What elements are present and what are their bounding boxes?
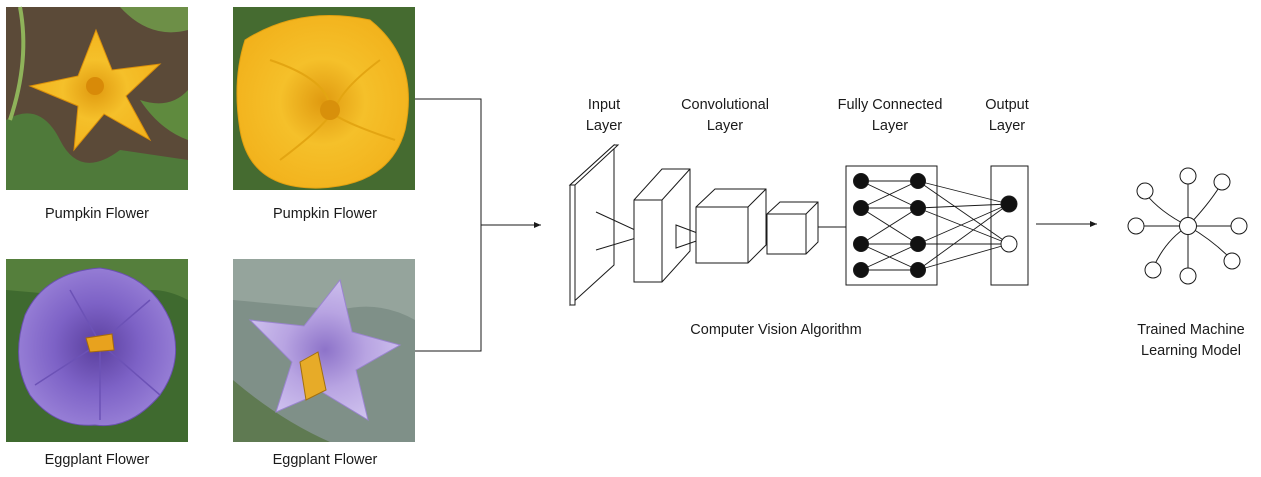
output-connection <box>917 243 1010 271</box>
label-conv-layer-1: Convolutional <box>681 97 769 113</box>
label-input-layer-1: Input <box>588 97 620 113</box>
label-output-layer-2: Layer <box>989 118 1025 134</box>
photo-eggplant-1 <box>6 259 188 442</box>
input-bracket <box>415 98 541 352</box>
fc-node <box>853 173 869 189</box>
label-input-layer-2: Layer <box>586 118 622 134</box>
caption-pumpkin-2: Pumpkin Flower <box>273 206 377 222</box>
output-node-active <box>1000 195 1018 213</box>
output-connection <box>917 180 1010 205</box>
caption-pumpkin-1: Pumpkin Flower <box>45 206 149 222</box>
fc-node <box>853 200 869 216</box>
output-node-inactive <box>1000 235 1018 253</box>
input-layer-slab <box>568 143 648 307</box>
caption-eggplant-2: Eggplant Flower <box>273 452 378 468</box>
conv-block-2 <box>695 188 767 264</box>
fc-node <box>853 262 869 278</box>
conv-block-1 <box>633 168 710 283</box>
fc-connection <box>860 180 919 209</box>
photo-pumpkin-2 <box>233 7 415 190</box>
model-label-line-2: Learning Model <box>1141 343 1241 359</box>
fc-node <box>910 236 926 252</box>
output-connection <box>917 180 1010 245</box>
output-connection <box>917 203 1010 209</box>
fc-connection <box>860 207 919 245</box>
label-conv-layer-2: Layer <box>707 118 743 134</box>
output-connection <box>917 207 1010 245</box>
fc-node <box>910 262 926 278</box>
photo-pumpkin-1 <box>6 6 188 190</box>
trained-model-icon <box>1127 167 1248 285</box>
fc-node <box>853 236 869 252</box>
output-connection <box>917 203 1010 271</box>
output-layer-box <box>990 165 1029 286</box>
fc-node <box>910 200 926 216</box>
fc-node <box>910 173 926 189</box>
algorithm-caption: Computer Vision Algorithm <box>690 322 861 338</box>
label-output-layer-1: Output <box>985 97 1029 113</box>
fc-connection <box>860 243 919 271</box>
fully-connected-network <box>845 165 1029 286</box>
photo-eggplant-2 <box>233 259 415 442</box>
label-fc-layer-2: Layer <box>872 118 908 134</box>
conv-block-3 <box>766 201 846 255</box>
label-fc-layer-1: Fully Connected <box>838 97 943 113</box>
model-label-line-1: Trained Machine <box>1137 322 1244 338</box>
output-connection <box>917 203 1010 245</box>
caption-eggplant-1: Eggplant Flower <box>45 452 150 468</box>
